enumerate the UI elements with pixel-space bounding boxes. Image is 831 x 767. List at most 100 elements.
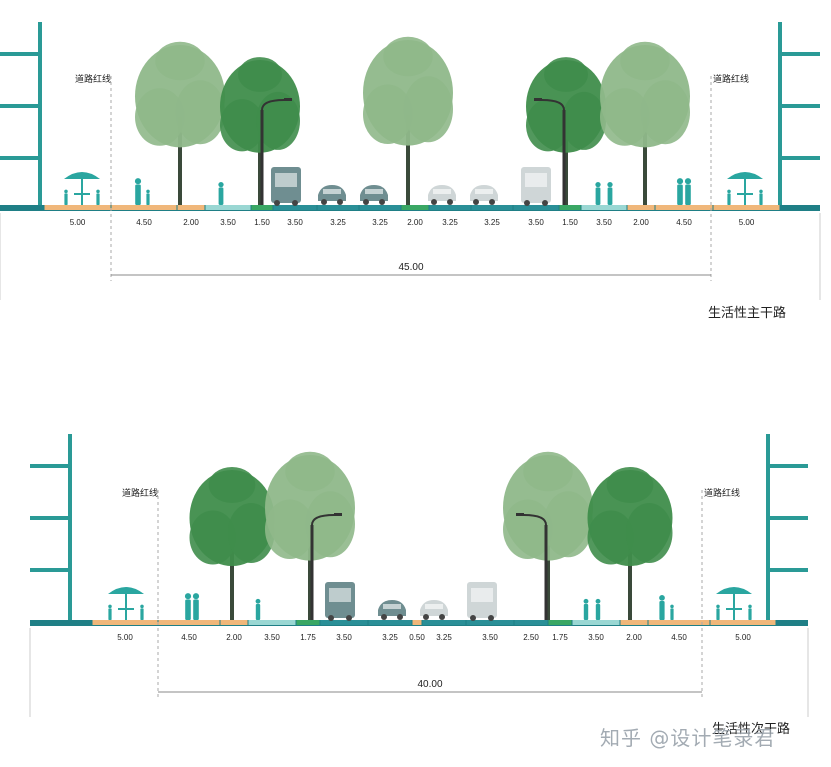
tree-canopy-left [189, 510, 237, 565]
person-body [218, 187, 224, 205]
person-body [595, 603, 601, 620]
seated-person-right [748, 604, 752, 620]
tree-canopy-top [606, 467, 654, 503]
segment-width-label: 5.00 [739, 218, 755, 227]
bus-wheel-left [470, 615, 476, 621]
lamp-head [534, 98, 542, 101]
car-2 [420, 600, 448, 620]
building-floor-slab [30, 464, 72, 468]
bus-wheel-right [542, 200, 548, 206]
person-body [146, 193, 150, 205]
umbrella-canopy [108, 587, 144, 594]
segment-band [273, 205, 317, 210]
cafe-umbrella-left [108, 587, 144, 620]
segment-band [713, 205, 780, 210]
tree-canopy-right [403, 76, 453, 143]
car-wheel-right [439, 614, 445, 620]
person-body [685, 184, 691, 205]
umbrella-pole [81, 179, 83, 205]
person-head [716, 604, 720, 609]
segment-band [513, 205, 559, 210]
segment-width-label: 3.25 [442, 218, 458, 227]
tree-trunk [564, 125, 568, 205]
person-body [670, 608, 674, 620]
building-left [0, 22, 42, 205]
car-wheel-left [423, 614, 429, 620]
segment-band [317, 205, 359, 210]
pedestrian-right-1 [595, 181, 601, 205]
segment-band [548, 620, 572, 625]
segment-band [710, 620, 776, 625]
tree-trunk [308, 529, 312, 620]
person-head [748, 604, 752, 609]
pedestrian-left-2 [192, 593, 200, 620]
street-tree-2 [220, 57, 300, 205]
segment-band [368, 620, 412, 625]
segment-band [429, 205, 471, 210]
car-wheel-right [447, 199, 453, 205]
building-floor-slab [766, 568, 808, 572]
street-tree-4 [600, 41, 690, 205]
segment-band [466, 620, 514, 625]
person-body [716, 608, 720, 620]
seated-person-right [140, 604, 144, 620]
segment-band [251, 205, 273, 210]
building-floor-slab [0, 156, 42, 160]
bus-window [525, 173, 547, 187]
cyclist [218, 181, 224, 205]
segment-band [581, 205, 627, 210]
tree-canopy-top [620, 41, 670, 81]
umbrella-pole [125, 594, 127, 620]
bus-window [275, 173, 297, 187]
tree-canopy-right [543, 491, 593, 558]
seated-person-left [727, 189, 731, 205]
car-3 [428, 185, 456, 205]
caption-primary-road: 生活性主干路 [708, 306, 787, 321]
bus-window [471, 588, 493, 602]
car-wheel-right [337, 199, 343, 205]
tree-trunk [406, 114, 410, 205]
lamp-head [334, 513, 342, 516]
person-body [759, 193, 763, 205]
bus-left [325, 582, 355, 621]
tree-canopy-right [562, 91, 606, 150]
car-window [425, 604, 443, 609]
seated-person-right [96, 189, 100, 205]
segment-band [177, 205, 205, 210]
pedestrian-right-4 [684, 178, 692, 205]
pedestrian-right-2 [595, 598, 601, 620]
lamp-pole [310, 525, 314, 620]
red-line-label-left: 道路红线 [122, 487, 158, 498]
umbrella-canopy [727, 172, 763, 179]
bus-left [271, 167, 301, 206]
segment-band [111, 205, 177, 210]
tree-trunk [258, 125, 262, 205]
segment-width-label: 3.25 [372, 218, 388, 227]
tree-trunk [178, 117, 182, 205]
car-2 [360, 185, 388, 205]
pedestrian-right-3 [676, 178, 684, 205]
segment-width-label: 4.50 [671, 633, 687, 642]
tree-canopy-top [383, 36, 433, 77]
seated-person-right [759, 189, 763, 205]
building-wall [778, 22, 782, 205]
building-wall [68, 434, 72, 620]
car-1 [378, 600, 406, 620]
tree-canopy-left [220, 99, 264, 152]
segment-width-label: 3.50 [336, 633, 352, 642]
pedestrian-right-child [670, 604, 674, 620]
car-wheel-left [321, 199, 327, 205]
segment-band [620, 620, 648, 625]
person-head [96, 189, 100, 194]
street-tree-3 [503, 451, 593, 620]
building-floor-slab [0, 52, 42, 56]
person-body [727, 193, 731, 205]
segment-band [514, 620, 548, 625]
car-window [365, 189, 383, 194]
building-wall [766, 434, 770, 620]
tree-canopy-right [175, 80, 225, 145]
segment-band [248, 620, 296, 625]
bus-wheel-left [274, 200, 280, 206]
building-floor-slab [766, 516, 808, 520]
